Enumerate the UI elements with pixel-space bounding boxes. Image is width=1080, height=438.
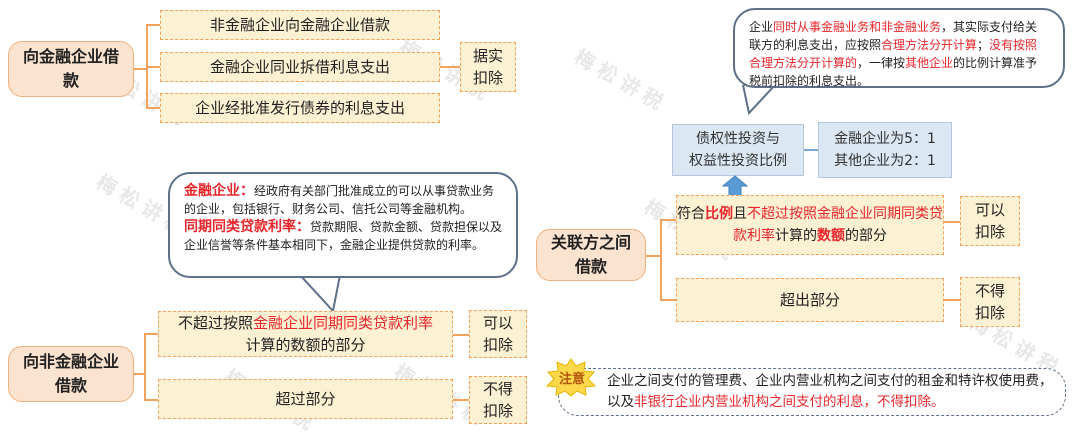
- ratio-values: 金融企业为5：1 其他企业为2：1: [818, 122, 952, 178]
- callout-text: ；: [977, 38, 990, 52]
- callout-highlight: 其他企业: [905, 56, 954, 70]
- term-benchmark-rate-def: 贷款期限、贷款金额、贷款担保以及企业信誉等条件基本相同下，金融企业提供贷款的利率…: [184, 220, 503, 252]
- term-financial-enterprise-def: 经政府有关部门批准成立的可以从事贷款业务的企业，包括银行、财务公司、信托公司等金…: [184, 184, 495, 216]
- result-deductible: 可以 扣除: [960, 196, 1020, 246]
- node-nonfinancial-loan: 向非金融企业借款: [8, 346, 134, 402]
- item-excess-part: 超过部分: [158, 379, 453, 419]
- callout-highlight: 同时从事金融业务和非金融业务: [773, 20, 942, 34]
- callout-text: ，其实际支付给关联方的利息支出，应按照: [749, 20, 1038, 52]
- watermark: 梅松讲税: [570, 44, 673, 118]
- item-within-benchmark: 不超过按照金融企业同期同类贷款利率计算的数额的部分: [158, 311, 453, 357]
- item-text: 计算的: [775, 228, 817, 244]
- note-box: 企业之间支付的管理费、企业内营业机构之间支付的租金和特许权使用费，以及非银行企业…: [558, 368, 1066, 416]
- term-financial-enterprise: 金融企业：: [184, 183, 254, 199]
- note-highlight: 非银行企业内营业机构之间支付的利息，不得扣除。: [634, 394, 945, 410]
- item-excess-part: 超出部分: [676, 278, 944, 322]
- result-deductible: 可以 扣除: [469, 310, 527, 358]
- item-bond-interest: 企业经批准发行债券的利息支出: [160, 93, 440, 123]
- ratio-financial: 金融企业为5：1: [834, 131, 936, 147]
- result-nondeductible: 不得 扣除: [960, 277, 1020, 327]
- callout-pointer: [298, 275, 342, 314]
- item-nonfinancial-to-financial: 非金融企业向金融企业借款: [160, 10, 440, 40]
- item-interbank-lending: 金融企业同业拆借利息支出: [160, 52, 440, 82]
- result-nondeductible: 不得 扣除: [469, 376, 527, 424]
- note-tag: 注意: [558, 372, 585, 387]
- definition-callout: 金融企业：经政府有关部门批准成立的可以从事贷款业务的企业，包括银行、财务公司、信…: [168, 172, 518, 278]
- item-text: 的部分: [845, 228, 887, 244]
- related-party-callout: 企业同时从事金融业务和非金融业务，其实际支付给关联方的利息支出，应按照合理方法分…: [733, 8, 1065, 88]
- callout-text: 企业: [749, 20, 774, 34]
- result-deductible-actual: 据实 扣除: [460, 42, 516, 92]
- callout-highlight: 合理方法分开计算: [881, 38, 978, 52]
- debt-equity-ratio-label: 债权性投资与 权益性投资比例: [672, 124, 804, 176]
- callout-text: 的比例计算准予税前扣除的利息支出。: [749, 56, 1038, 88]
- note-text: 企业之间支付的管理费、企业内营业机构之间支付的租金和特许权使用费，以及: [607, 373, 1053, 410]
- item-highlight: 不超过按照金融企业同期同类贷款利率: [733, 206, 943, 244]
- arrow-up-icon: [722, 175, 748, 197]
- item-text: 不超过按照: [177, 314, 253, 332]
- item-text: 符合: [677, 206, 705, 222]
- item-highlight: 比例: [705, 206, 733, 222]
- node-related-party-loan: 关联方之间借款: [536, 229, 646, 281]
- callout-text: ，一律按: [857, 56, 906, 70]
- item-text: 计算的数额的部分: [245, 336, 366, 354]
- callout-highlight: 没有按照合理方法分开计算的: [749, 38, 1038, 70]
- term-benchmark-rate: 同期同类贷款利率：: [184, 219, 310, 235]
- node-financial-loan: 向金融企业借款: [8, 41, 134, 97]
- item-highlight: 金融企业同期同类贷款利率: [253, 314, 434, 332]
- ratio-other: 其他企业为2：1: [834, 153, 936, 169]
- item-within-ratio: 符合比例且不超过按照金融企业同期同类贷款利率计算的数额的部分: [676, 195, 944, 255]
- item-highlight: 数额: [817, 228, 845, 244]
- item-text: 且: [733, 206, 747, 222]
- note-burst-icon: [545, 358, 597, 397]
